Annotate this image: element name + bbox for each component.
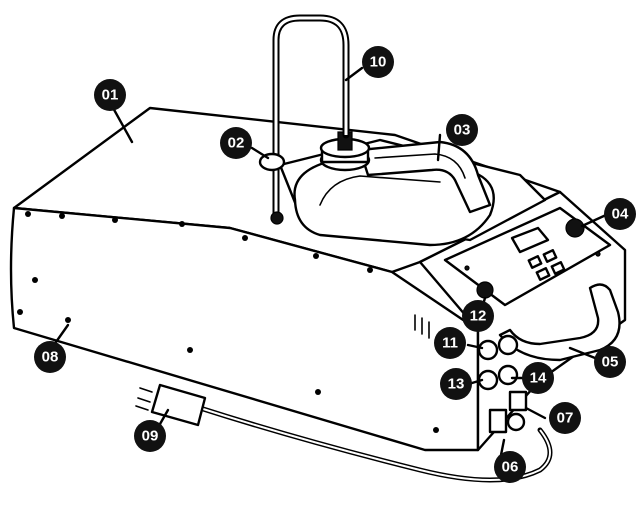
callout-05: 05 — [594, 346, 626, 378]
callout-07: 07 — [549, 402, 581, 434]
callout-02-label: 02 — [228, 135, 245, 152]
callout-13-label: 13 — [448, 376, 465, 393]
callout-10-label: 10 — [370, 54, 387, 71]
callout-06: 06 — [494, 451, 526, 483]
callout-03: 03 — [446, 114, 478, 146]
callout-11: 11 — [434, 327, 466, 359]
callout-06-label: 06 — [502, 459, 519, 476]
callout-01-label: 01 — [102, 87, 119, 104]
callout-04-label: 04 — [612, 206, 629, 223]
callout-12: 12 — [462, 300, 494, 332]
panel-rivets — [17, 211, 439, 433]
callout-07-label: 07 — [557, 410, 574, 427]
callout-08-label: 08 — [42, 349, 59, 366]
xlr-connectors — [477, 334, 519, 391]
callout-11-label: 11 — [442, 335, 458, 352]
callout-14-label: 14 — [530, 370, 547, 387]
callout-03-label: 03 — [454, 122, 471, 139]
callout-14: 14 — [522, 362, 554, 394]
callout-02: 02 — [220, 127, 252, 159]
callout-08: 08 — [34, 341, 66, 373]
fog-nozzle — [476, 281, 494, 299]
front-side-handle — [498, 283, 621, 362]
callout-09: 09 — [134, 420, 166, 452]
callout-09-label: 09 — [142, 428, 159, 445]
top-edge-line — [13, 107, 151, 209]
callout-04: 04 — [604, 198, 636, 230]
callout-01: 01 — [94, 79, 126, 111]
tank-cap — [319, 131, 371, 172]
callout-12-label: 12 — [470, 308, 487, 325]
callout-10: 10 — [362, 46, 394, 78]
power-switch — [488, 390, 528, 434]
callout-05-label: 05 — [602, 354, 619, 371]
side-edge-line — [229, 227, 393, 273]
top-carry-handle — [358, 140, 492, 214]
vent-slots — [414, 314, 430, 339]
fluid-hose — [272, 14, 350, 224]
callout-13: 13 — [440, 368, 472, 400]
